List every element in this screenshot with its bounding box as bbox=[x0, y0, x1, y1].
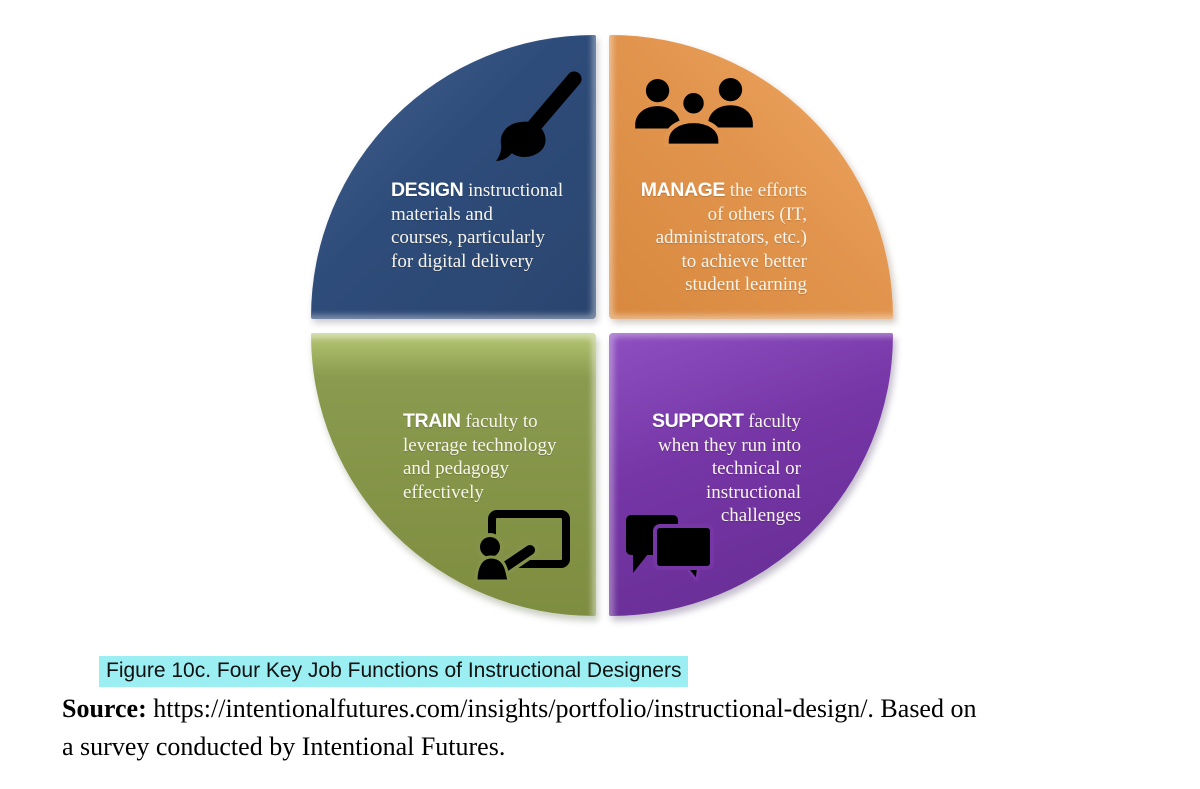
speech-bubbles-icon bbox=[626, 515, 714, 581]
source-line2: a survey conducted by Intentional Future… bbox=[62, 732, 506, 761]
train-line3: and pedagogy bbox=[403, 458, 510, 479]
manage-text: MANAGE the efforts of others (IT, admini… bbox=[641, 179, 807, 297]
train-line2: leverage technology bbox=[403, 434, 557, 456]
design-line2: materials and bbox=[391, 203, 493, 225]
quadrant-manage: MANAGE the efforts of others (IT, admini… bbox=[609, 35, 893, 319]
paintbrush-icon bbox=[495, 71, 582, 162]
support-text: SUPPORT faculty when they run into techn… bbox=[652, 410, 801, 528]
train-line4: effectively bbox=[403, 481, 484, 503]
source-line1: https://intentionalfutures.com/insights/… bbox=[146, 694, 977, 723]
manage-line5: student learning bbox=[685, 274, 807, 295]
source-label: Source: bbox=[62, 694, 147, 723]
design-line4: for digital delivery bbox=[391, 250, 534, 272]
manage-line1-rest: the efforts bbox=[725, 180, 807, 201]
train-text: TRAIN faculty to leverage technology and… bbox=[403, 410, 557, 504]
design-keyword: DESIGN bbox=[391, 179, 464, 201]
support-keyword: SUPPORT bbox=[652, 410, 744, 432]
support-line2: when they run into bbox=[657, 434, 801, 456]
figure-source: Source: https://intentionalfutures.com/i… bbox=[62, 690, 1162, 766]
support-line3: technical or bbox=[711, 458, 801, 479]
manage-line2: of others (IT, bbox=[707, 203, 807, 225]
figure-caption: Figure 10c. Four Key Job Functions of In… bbox=[99, 656, 689, 687]
manage-line4: to achieve better bbox=[681, 250, 807, 272]
support-line1-rest: faculty bbox=[743, 411, 801, 432]
train-line1-rest: faculty to bbox=[460, 411, 538, 432]
design-text: DESIGN instructional materials and cours… bbox=[391, 179, 563, 273]
support-line5: challenges bbox=[720, 505, 801, 526]
quadrant-support: SUPPORT faculty when they run into techn… bbox=[609, 333, 893, 616]
presenter-board-icon bbox=[475, 510, 570, 581]
design-line1-rest: instructional bbox=[463, 180, 564, 201]
people-group-icon bbox=[635, 77, 753, 147]
manage-line3: administrators, etc.) bbox=[655, 227, 807, 248]
train-keyword: TRAIN bbox=[403, 410, 461, 432]
design-line3: courses, particularly bbox=[391, 227, 546, 248]
manage-keyword: MANAGE bbox=[640, 179, 726, 201]
quadrant-train: TRAIN faculty to leverage technology and… bbox=[311, 333, 596, 616]
support-line4: instructional bbox=[706, 481, 801, 503]
quadrant-design: DESIGN instructional materials and cours… bbox=[311, 35, 596, 319]
